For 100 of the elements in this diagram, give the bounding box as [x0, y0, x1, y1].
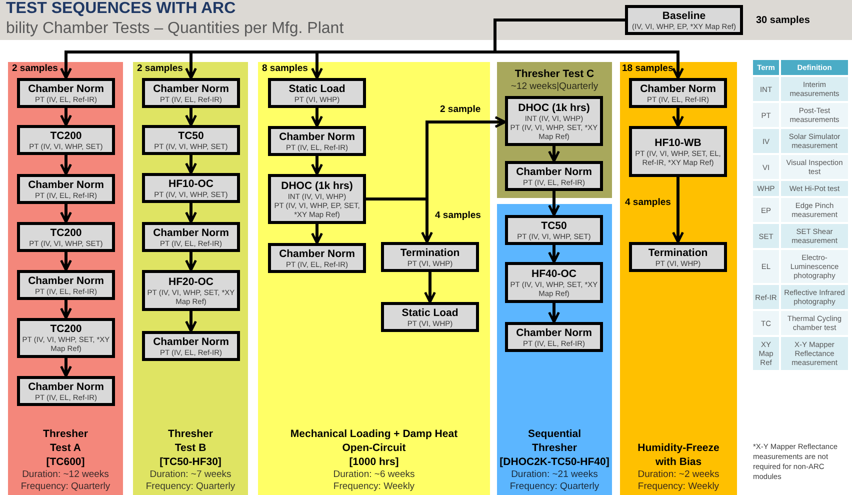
process-box	[17, 174, 115, 204]
edge-label: 4 samples	[435, 210, 481, 222]
box-title: DHOC (1k hrs)	[281, 180, 353, 192]
process-box	[505, 262, 603, 303]
arrow	[424, 272, 436, 304]
arrow	[548, 146, 560, 162]
title: TEST SEQUENCES WITH ARC	[6, 0, 236, 18]
box-title: Chamber Norm	[153, 336, 229, 348]
process-box	[142, 270, 240, 311]
box-title: Chamber Norm	[516, 326, 592, 338]
process-box	[381, 302, 479, 332]
edge-label: 2 samples	[12, 63, 58, 75]
test-column-panel	[497, 62, 612, 198]
test-column-panel	[497, 204, 612, 495]
box-title: Chamber Norm	[153, 82, 229, 94]
arrow	[60, 358, 72, 378]
column-note: Duration: ~2 weeks	[638, 469, 720, 481]
box-title: HF20-OC	[168, 276, 214, 288]
process-box	[268, 243, 366, 273]
column-note: Frequency: Weekly	[333, 481, 415, 493]
arrow	[60, 300, 72, 320]
box-title: Chamber Norm	[28, 274, 104, 286]
arrow	[672, 177, 684, 244]
test-column-panel	[8, 62, 123, 495]
box-title: Baseline	[662, 10, 706, 22]
process-box	[142, 173, 240, 203]
process-box	[505, 96, 603, 146]
box-title: Chamber Norm	[28, 82, 104, 94]
column-title: Thresher Test A	[42, 427, 89, 455]
process-box	[17, 318, 115, 358]
process-box	[17, 78, 115, 108]
column-title: Thresher Test C	[514, 67, 594, 81]
box-title: Chamber Norm	[279, 130, 355, 142]
arrow	[548, 191, 560, 216]
arrow	[185, 155, 197, 174]
box-title: TC50	[541, 220, 567, 232]
column-note: Duration: ~6 weeks	[333, 469, 415, 481]
process-box	[629, 78, 727, 108]
column-title: Mechanical Loading + Damp Heat Open-Circuit	[289, 427, 459, 455]
column-title: Humidity-Freeze with Bias	[636, 441, 720, 469]
box-title: HF40-OC	[532, 268, 576, 280]
box-title: TC200	[50, 323, 82, 335]
arrow	[60, 252, 72, 272]
box-title: TC50	[178, 130, 204, 142]
arrow	[672, 108, 684, 128]
box-title: TC200	[50, 226, 82, 238]
process-box	[142, 222, 240, 252]
process-box	[505, 161, 603, 191]
column-note: ~12 weeks|Quarterly	[510, 81, 598, 93]
box-title: Chamber Norm	[516, 166, 592, 178]
box-title: HF10-OC	[168, 178, 214, 190]
process-box	[629, 242, 727, 272]
column-note: Frequency: Weekly	[638, 481, 720, 493]
edge-label: 18 samples	[622, 63, 674, 75]
arrow	[548, 303, 560, 324]
column-note: Duration: ~21 weeks	[511, 469, 598, 481]
column-title: [TC600]	[46, 455, 85, 469]
box-title: Termination	[400, 246, 460, 258]
process-box	[629, 126, 727, 177]
test-column-panel	[258, 62, 490, 495]
edge-label: 8 samples	[262, 63, 308, 75]
arrow	[185, 311, 197, 332]
arrow	[311, 224, 323, 244]
arrow	[60, 204, 72, 224]
box-title: TC200	[50, 130, 82, 142]
process-box	[142, 331, 240, 361]
edge-label: 2 samples	[137, 63, 183, 75]
arrow	[60, 155, 72, 176]
process-box	[505, 322, 603, 352]
process-box	[268, 78, 366, 108]
box-title: Chamber Norm	[28, 178, 104, 190]
box-title: HF10-WB	[654, 136, 702, 148]
arrow	[311, 156, 323, 176]
column-title: [1000 hrs]	[349, 455, 399, 469]
box-title: Termination	[648, 246, 708, 258]
arrow	[185, 108, 197, 126]
edge-label: 2 sample	[440, 104, 481, 116]
process-box	[268, 126, 366, 156]
process-box	[381, 242, 479, 272]
column-title: Sequential Thresher	[526, 427, 582, 455]
process-box	[17, 222, 115, 252]
process-box	[17, 270, 115, 300]
subtitle: bility Chamber Tests – Quantities per Mfg. Plant	[6, 19, 344, 38]
column-title: [DHOC2K-TC50-HF40]	[500, 455, 610, 469]
test-column-panel	[133, 62, 248, 495]
column-title: Thresher Test B	[167, 427, 214, 455]
box-title: Chamber Norm	[640, 82, 716, 94]
box-title: Chamber Norm	[28, 380, 104, 392]
process-box	[17, 376, 115, 406]
process-box	[142, 125, 240, 155]
arrow	[366, 198, 433, 244]
box-title: Static Load	[402, 306, 458, 318]
arrow	[60, 108, 72, 126]
column-note: Frequency: Quarterly	[510, 481, 600, 493]
arrow	[185, 252, 197, 272]
arrow	[185, 203, 197, 224]
column-note: Frequency: Quarterly	[20, 481, 110, 493]
column-note: Frequency: Quarterly	[146, 481, 236, 493]
process-box	[505, 215, 603, 245]
sample-count: 30 samples	[756, 14, 810, 28]
